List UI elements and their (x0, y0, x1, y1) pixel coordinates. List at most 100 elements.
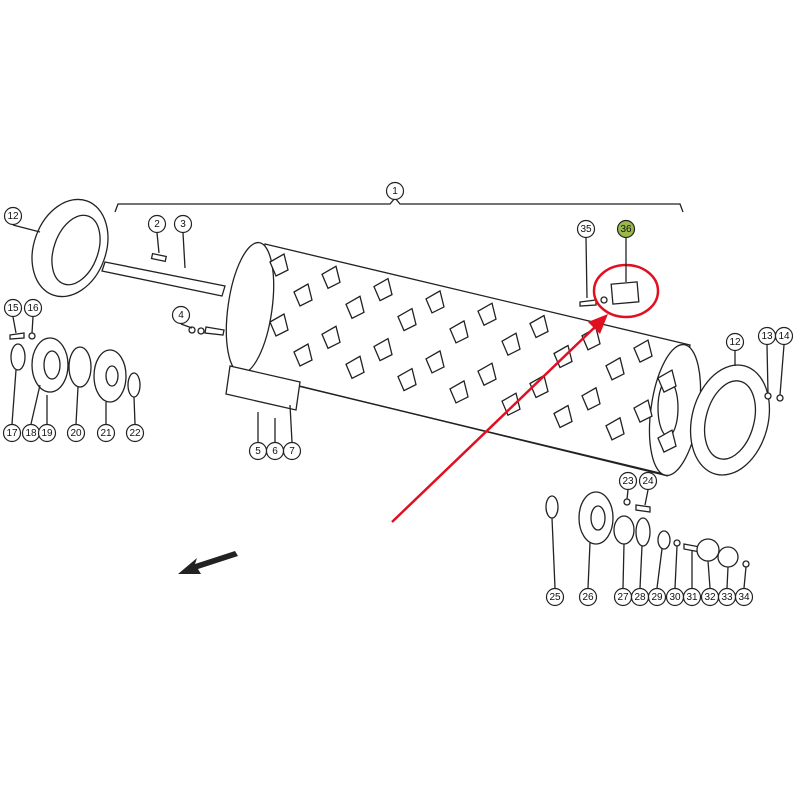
rotor-tooth (477, 362, 497, 387)
callout-label: 33 (721, 592, 733, 603)
leader-line (182, 232, 186, 269)
rotor-tooth (657, 369, 677, 393)
leader-line (289, 404, 293, 443)
washer-13 (764, 392, 772, 400)
callout-label: 15 (7, 303, 19, 314)
leader-line (626, 489, 629, 500)
callout-4: 4 (171, 305, 191, 325)
leader-line (30, 384, 41, 425)
rotor-tooth (397, 307, 417, 332)
left-bearing-group (9, 332, 141, 403)
rotor-tooth (449, 379, 469, 404)
callout-label: 26 (582, 592, 594, 603)
rotor-tooth (529, 374, 549, 399)
rotor-tooth (397, 367, 417, 392)
rotor-tooth (477, 302, 497, 327)
callout-label: 28 (634, 592, 646, 603)
callout-7: 7 (282, 441, 302, 461)
rotor-tooth (633, 339, 653, 363)
callout-label: 14 (778, 331, 790, 342)
leader-line (644, 489, 649, 506)
callout-30: 30 (665, 587, 685, 607)
rotor-tooth (269, 313, 289, 337)
callout-label: 23 (622, 476, 634, 487)
callout-12: 12 (3, 206, 23, 226)
rotor-tooth (605, 356, 625, 381)
end-disc-left (31, 198, 109, 298)
callout-label: 6 (272, 446, 278, 457)
rotor-tooth (425, 349, 445, 374)
callout-32: 32 (700, 587, 720, 607)
assembly-bracket (114, 196, 684, 213)
callout-label: 25 (549, 592, 561, 603)
leader-line (180, 323, 193, 329)
callout-label: 22 (129, 428, 141, 439)
callout-14: 14 (774, 326, 794, 346)
leader-line (656, 548, 663, 589)
callout-18: 18 (21, 423, 41, 443)
callout-15: 15 (3, 298, 23, 318)
callout-6: 6 (265, 441, 285, 461)
callout-12: 12 (725, 332, 745, 352)
callout-36: 36 (616, 219, 636, 239)
callout-17: 17 (2, 423, 22, 443)
callout-label: 30 (669, 592, 681, 603)
travel-direction-arrow (178, 551, 238, 574)
leader-line (31, 316, 34, 334)
rotor-tooth (293, 283, 313, 307)
rotor-tooth (345, 355, 365, 380)
callout-label: 7 (289, 446, 295, 457)
leader-line (12, 224, 41, 233)
rotor-tooth (345, 295, 365, 320)
rotor-tooth (633, 399, 653, 423)
callout-31: 31 (682, 587, 702, 607)
rotor-tooth (657, 429, 677, 453)
leader-line (585, 237, 588, 299)
callout-5: 5 (248, 441, 268, 461)
callout-label: 4 (178, 310, 184, 321)
leader-line (622, 543, 625, 589)
leader-line (156, 232, 160, 254)
leader-line (551, 517, 556, 589)
callout-label: 18 (25, 428, 37, 439)
callout-22: 22 (125, 423, 145, 443)
callout-16: 16 (23, 298, 43, 318)
leader-line (587, 542, 591, 589)
drum-rotor (225, 241, 702, 477)
rotor-tooth (293, 343, 313, 367)
callout-26: 26 (578, 587, 598, 607)
callout-label: 36 (620, 224, 632, 235)
callout-label: 32 (704, 592, 716, 603)
right-bearing-group (545, 491, 750, 568)
callout-20: 20 (66, 423, 86, 443)
key (150, 252, 168, 263)
callout-label: 19 (41, 428, 53, 439)
rotor-tooth (581, 386, 601, 411)
callout-23: 23 (618, 471, 638, 491)
callout-24: 24 (638, 471, 658, 491)
leader-line (133, 396, 136, 425)
end-disc-right (689, 364, 771, 476)
leader-line (766, 344, 769, 394)
leader-line (11, 369, 17, 425)
leader-line (639, 545, 643, 589)
callout-28: 28 (630, 587, 650, 607)
rotor-tooth (321, 325, 341, 350)
leader-line (779, 344, 785, 396)
callout-label: 17 (6, 428, 18, 439)
callout-label: 5 (255, 446, 261, 457)
callout-1: 1 (385, 181, 405, 201)
callout-label: 13 (761, 331, 773, 342)
callout-label: 20 (70, 428, 82, 439)
rotor-tooth (449, 319, 469, 344)
callout-29: 29 (647, 587, 667, 607)
callout-3: 3 (173, 214, 193, 234)
callout-label: 31 (686, 592, 698, 603)
callout-label: 21 (100, 428, 112, 439)
rotor-tooth (501, 332, 521, 357)
callout-label: 12 (7, 211, 19, 222)
cover-plate (225, 365, 301, 411)
callout-label: 29 (651, 592, 663, 603)
callout-27: 27 (613, 587, 633, 607)
